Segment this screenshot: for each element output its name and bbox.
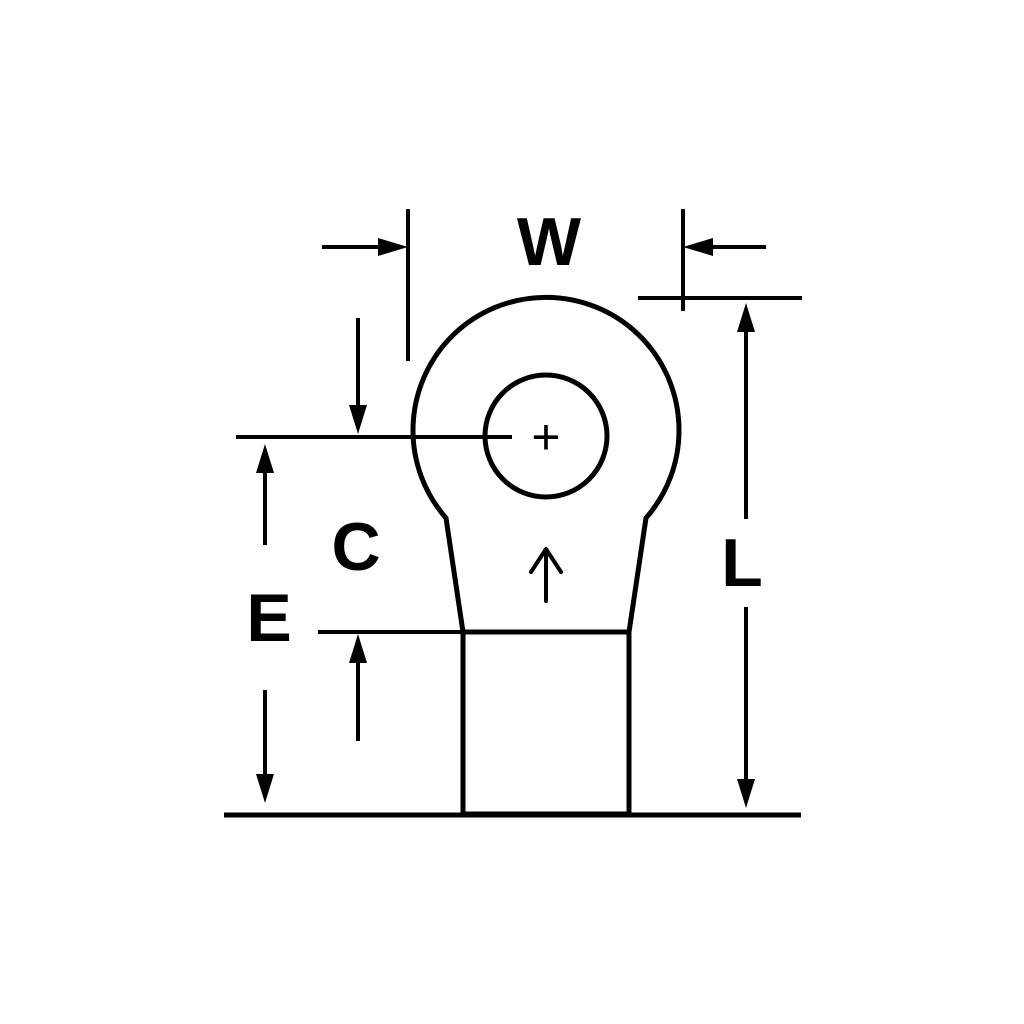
e-arrowhead-down-icon <box>256 774 274 803</box>
up-arrow-icon <box>529 547 563 603</box>
w-arrowhead-right-icon <box>378 238 408 256</box>
w-arrowhead-left-icon <box>683 238 713 256</box>
e-arrowhead-up-icon <box>256 444 274 473</box>
l-arrowhead-up-icon <box>737 303 755 332</box>
up-arrow-head-right <box>544 547 563 574</box>
dimension-l: L <box>638 296 802 808</box>
up-arrow-head-left <box>529 547 548 574</box>
l-arrowhead-down-icon <box>737 779 755 808</box>
c-arrowhead-down-icon <box>349 405 367 434</box>
dimension-label-l: L <box>721 525 763 601</box>
dimension-label-w: W <box>517 204 582 280</box>
dimension-c: C <box>331 318 381 741</box>
terminal-body-outline <box>410 294 682 817</box>
dimension-w: W <box>322 204 766 361</box>
dimension-e: E <box>246 444 292 803</box>
dimension-label-c: C <box>331 509 380 585</box>
hole-center-mark: + <box>531 409 560 465</box>
dimension-label-e: E <box>246 580 291 656</box>
terminal-outline: + <box>410 294 682 817</box>
c-arrowhead-up-icon <box>349 634 367 663</box>
